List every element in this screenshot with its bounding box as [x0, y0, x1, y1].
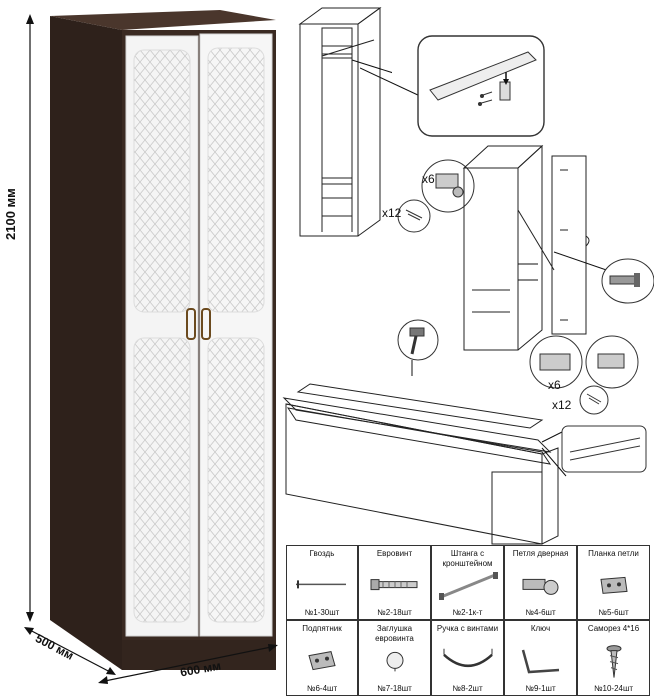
- screw-zoom-circle: [397, 199, 431, 233]
- handle-screws-icon: [442, 648, 493, 668]
- door-hinge-icon: [522, 578, 558, 595]
- screw-zoom-circle-bottom: [579, 385, 609, 415]
- part-cell-hinge-plate: Планка петли №5-6шт: [577, 545, 650, 620]
- door-handle-left: [186, 308, 196, 340]
- part-cell-hinge: Петля дверная №4-6шт: [504, 545, 577, 620]
- part-cell-screw: Саморез 4*16 №10-24шт: [577, 620, 650, 696]
- height-dimension-line: [26, 14, 34, 622]
- height-label: 2100 мм: [3, 188, 18, 240]
- hinge-installation-zoom: [529, 335, 639, 389]
- part-cell-rod: Штанга с кронштейном №2-1к-т: [431, 545, 504, 620]
- hammer-icon: [397, 319, 439, 376]
- hinge-quantity: x6: [548, 378, 561, 392]
- hardware-parts-table: Гвоздь №1-30шт Евровинт №2-18шт Штанга с…: [286, 545, 650, 696]
- part-cell-cap: Заглушка евровинта №7-18шт: [358, 620, 431, 696]
- rail-bracket-zoom: [360, 35, 545, 137]
- wardrobe-front-view: [40, 8, 280, 688]
- part-cell-key: Ключ №9-1шт: [504, 620, 577, 696]
- eurobolt-cap-icon: [386, 651, 403, 672]
- eurobolt-icon: [370, 578, 417, 590]
- assembly-carcass-drawing: [298, 7, 392, 237]
- rod-bracket-icon: [438, 571, 498, 600]
- hinge-zoom-circle: [421, 159, 475, 213]
- eurobolt-quantity: x6: [422, 172, 435, 186]
- depth-dimension-line: [24, 627, 116, 675]
- door-handle-right: [201, 308, 211, 340]
- part-cell-handle: Ручка с винтами №8-2шт: [431, 620, 504, 696]
- nail-icon: [296, 579, 346, 588]
- screw-detail-zoom: [601, 258, 654, 304]
- part-cell-nail: Гвоздь №1-30шт: [286, 545, 358, 620]
- door-hanging-drawing: [462, 144, 619, 351]
- width-dimension-line: [98, 644, 278, 684]
- glide-foot-icon: [308, 651, 336, 671]
- part-cell-glide: Подпятник №6-4шт: [286, 620, 358, 696]
- hex-key-icon: [521, 649, 559, 674]
- wood-screw-icon: [606, 645, 621, 678]
- part-cell-eurobolt: Евровинт №2-18шт: [358, 545, 431, 620]
- hinge-plate-icon: [599, 576, 628, 594]
- screw-quantity-top: x12: [382, 206, 402, 220]
- back-panel-assembly-drawing: [282, 383, 647, 545]
- screw-quantity-bottom: x12: [552, 398, 572, 412]
